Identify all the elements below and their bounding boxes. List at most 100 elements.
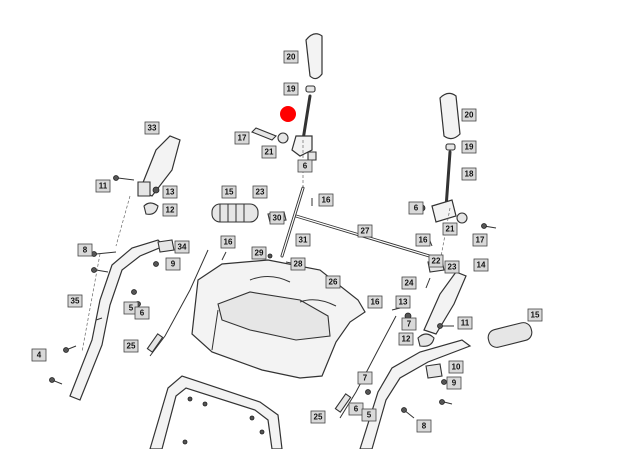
- callout: 15: [527, 308, 543, 322]
- callout: 6: [348, 402, 364, 416]
- callout: 28: [290, 257, 306, 271]
- callout: 6: [134, 306, 150, 320]
- svg-text:6: 6: [354, 405, 359, 414]
- svg-text:21: 21: [265, 148, 274, 157]
- callout: 24: [401, 276, 417, 290]
- callout: 16: [220, 235, 236, 249]
- svg-text:5: 5: [367, 411, 372, 420]
- svg-text:13: 13: [399, 298, 408, 307]
- fasteners: [49, 175, 497, 419]
- callout: 9: [165, 257, 181, 271]
- callout: 10: [448, 360, 464, 374]
- svg-text:35: 35: [71, 297, 80, 306]
- svg-text:11: 11: [461, 319, 470, 328]
- svg-text:15: 15: [225, 188, 234, 197]
- upper-lever-rod: [280, 186, 305, 258]
- callout: 19: [283, 82, 299, 96]
- callout: 13: [162, 185, 178, 199]
- callout: 34: [174, 240, 190, 254]
- lower-frame: [149, 375, 283, 449]
- callout: 25: [123, 339, 139, 353]
- svg-text:11: 11: [99, 182, 108, 191]
- svg-text:25: 25: [127, 342, 136, 351]
- svg-text:17: 17: [476, 236, 485, 245]
- callout: 16: [415, 233, 431, 247]
- svg-text:22: 22: [432, 257, 441, 266]
- callout: 23: [444, 260, 460, 274]
- callout: 14: [473, 258, 489, 272]
- left-grip: [211, 203, 259, 223]
- callout: 8: [416, 419, 432, 433]
- svg-text:23: 23: [256, 188, 265, 197]
- svg-text:19: 19: [287, 85, 296, 94]
- callout: 16: [367, 295, 383, 309]
- svg-text:20: 20: [287, 53, 296, 62]
- callout: 15: [221, 185, 237, 199]
- right-handle-bar: [359, 339, 472, 449]
- svg-text:23: 23: [448, 263, 457, 272]
- callout: 27: [357, 224, 373, 238]
- svg-text:20: 20: [465, 111, 474, 120]
- svg-text:9: 9: [171, 260, 176, 269]
- svg-text:27: 27: [361, 227, 370, 236]
- left-upper-lever: [137, 135, 181, 215]
- svg-text:33: 33: [148, 124, 157, 133]
- svg-text:16: 16: [224, 238, 233, 247]
- left-handle-bar: [69, 239, 166, 401]
- callout: 11: [95, 179, 111, 193]
- callout: 19: [461, 140, 477, 154]
- svg-text:5: 5: [129, 304, 134, 313]
- callout: 22: [428, 254, 444, 268]
- svg-text:19: 19: [465, 143, 474, 152]
- callout: 12: [162, 203, 178, 217]
- svg-text:15: 15: [531, 311, 540, 320]
- svg-text:29: 29: [255, 249, 264, 258]
- dash-panel-cover: [191, 259, 366, 379]
- callout: 33: [144, 121, 160, 135]
- callout: 35: [67, 294, 83, 308]
- callout: 6: [408, 201, 424, 215]
- svg-text:21: 21: [446, 225, 455, 234]
- callout: 26: [325, 275, 341, 289]
- callout: 12: [398, 332, 414, 346]
- svg-text:14: 14: [477, 261, 486, 270]
- center-control-lever: [251, 33, 323, 161]
- callout: 6: [297, 159, 313, 173]
- svg-text:10: 10: [452, 363, 461, 372]
- svg-text:16: 16: [419, 236, 428, 245]
- callout: 8: [77, 243, 93, 257]
- svg-text:4: 4: [37, 351, 42, 360]
- callout: 20: [461, 108, 477, 122]
- callout: 16: [318, 193, 334, 207]
- cables: [146, 249, 397, 419]
- svg-text:8: 8: [422, 422, 427, 431]
- svg-text:24: 24: [405, 279, 414, 288]
- svg-text:6: 6: [140, 309, 145, 318]
- callout: 4: [31, 348, 47, 362]
- callout: 23: [252, 185, 268, 199]
- callout: 21: [442, 222, 458, 236]
- callout: 25: [310, 410, 326, 424]
- svg-text:30: 30: [273, 214, 282, 223]
- svg-text:16: 16: [322, 196, 331, 205]
- callout: 5: [361, 408, 377, 422]
- callout: 29: [251, 246, 267, 260]
- callout-labels: 20 19 17 21 6 33 11 13 12 15 23 30 16 31…: [31, 50, 543, 433]
- callout: 21: [261, 145, 277, 159]
- callout: 17: [472, 233, 488, 247]
- svg-text:7: 7: [407, 320, 412, 329]
- svg-text:9: 9: [452, 379, 457, 388]
- callout: 7: [357, 371, 373, 385]
- svg-text:16: 16: [371, 298, 380, 307]
- svg-text:17: 17: [238, 134, 247, 143]
- svg-text:6: 6: [414, 204, 419, 213]
- svg-text:34: 34: [178, 243, 187, 252]
- callout: 9: [446, 376, 462, 390]
- callout: 7: [401, 317, 417, 331]
- svg-text:7: 7: [363, 374, 368, 383]
- callout: 18: [461, 167, 477, 181]
- callout: 20: [283, 50, 299, 64]
- svg-text:31: 31: [299, 236, 308, 245]
